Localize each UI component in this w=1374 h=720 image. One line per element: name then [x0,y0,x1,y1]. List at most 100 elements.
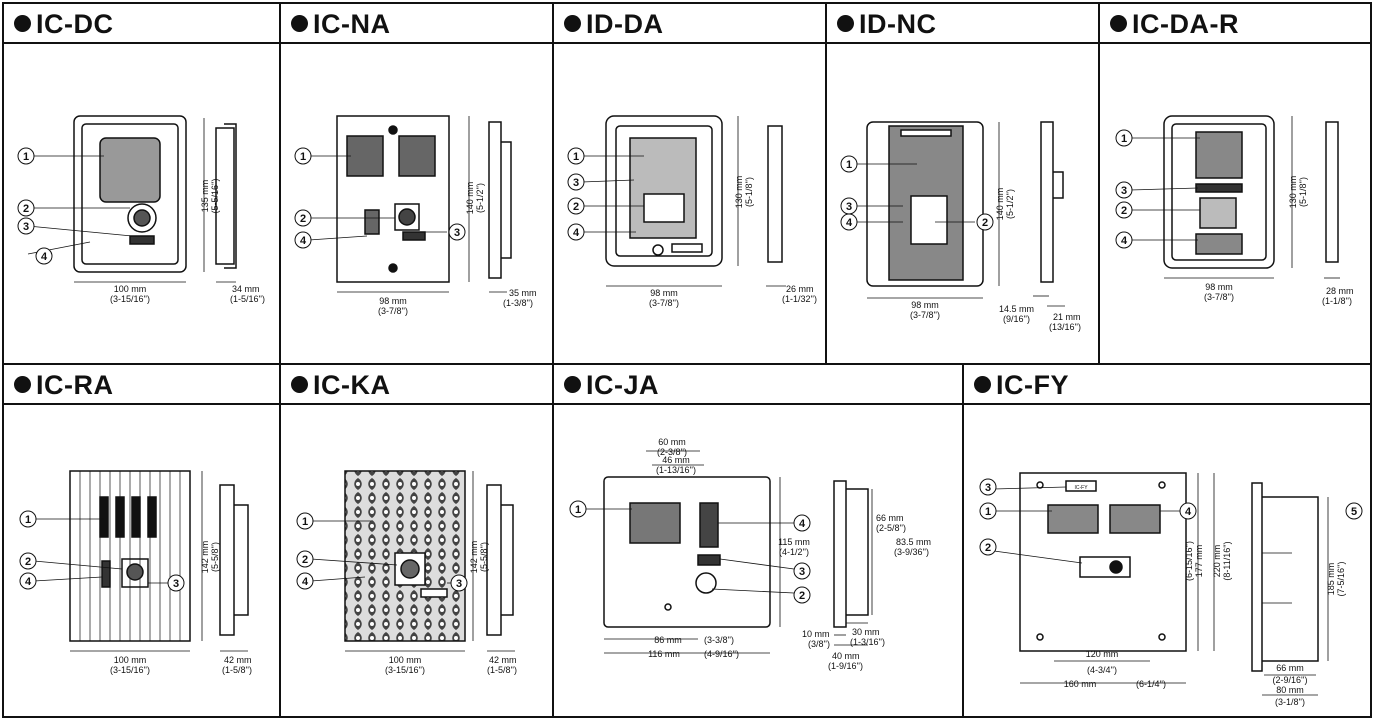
h1-label: 177 mm [1194,545,1204,578]
depth-label: 14.5 mm [999,304,1034,314]
callout-1: 1 [302,516,308,528]
side-height-label: 185 mm [1326,563,1336,596]
height-label: 142 mm [469,541,479,574]
panel-ic-ka: IC-KA 1 2 4 3 100 mm (3-1 [281,365,554,718]
side-view [219,484,249,636]
callout-4: 4 [300,235,307,247]
callout-1: 1 [1121,133,1127,145]
callout-1: 1 [575,504,581,516]
callout-2: 2 [1121,205,1127,217]
h2-label: 220 mm [1212,545,1222,578]
w1-label: 86 mm [654,635,682,645]
ic-da-r-drawing: 1 3 2 4 98 mm (3-7/8'') 130 mm (5-1/8'')… [1115,115,1354,306]
top2-label: 46 mm [662,455,690,465]
callout-3: 3 [846,201,852,213]
depth2-label: 21 mm [1053,312,1081,322]
callout-3: 3 [454,227,460,239]
panel-ic-fy: IC-FY 3 1 4 2 5 IC-FY 177 mm [964,365,1372,718]
callout-2: 2 [25,556,31,568]
bullet-icon [564,15,581,32]
panel-title: IC-JA [554,365,962,405]
bullet-icon [837,15,854,32]
panel-title: ID-NC [827,4,1098,44]
callout-3: 3 [985,482,991,494]
front-outline [603,476,771,628]
height-label: 140 mm [465,182,475,215]
width-label: 100 mm [114,655,147,665]
callout-3: 3 [573,177,579,189]
panel-title: ID-DA [554,4,825,44]
front-outline [73,115,187,273]
callout-4: 4 [573,227,580,239]
front-outline [866,121,984,287]
top1-label: 60 mm [658,437,686,447]
callout-3: 3 [173,578,179,590]
d2-label: 10 mm [802,629,830,639]
callout-2: 2 [985,542,991,554]
panel-ic-na: IC-NA 1 2 4 3 98 mm (3-7/8'') 140 mm (5-… [281,2,554,365]
callout-3: 3 [1121,185,1127,197]
callout-4: 4 [799,518,806,530]
model-name: IC-RA [36,370,114,400]
width-inch-label: (3-7/8'') [378,306,408,316]
w1-label: 120 mm [1086,649,1119,659]
width-label: 100 mm [114,284,147,294]
height-label: 140 mm [995,188,1005,221]
width-label: 98 mm [379,296,407,306]
callout-3: 3 [799,566,805,578]
panel-title: IC-RA [4,365,279,405]
depth-label: 28 mm [1326,286,1354,296]
bullet-icon [14,15,31,32]
depth-inch-label: (1-5/8'') [222,665,252,675]
w1-inch-label: (4-3/4'') [1087,665,1117,675]
depth-inch-label: (1-1/32'') [782,294,817,304]
height-inch-label: (5-5/8'') [210,542,220,572]
side-view [767,125,783,263]
depth-inch-label: (1-1/8'') [1322,296,1352,306]
d1-label: 30 mm [852,627,880,637]
callout-1: 1 [985,506,991,518]
panel-title: IC-KA [281,365,552,405]
w2-inch-label: (6-1/4'') [1136,679,1166,689]
front-outline [336,115,450,283]
callout-2: 2 [573,201,579,213]
side-view [215,123,237,269]
callout-2: 2 [799,590,805,602]
top1-inch-label: (2-3/8'') [657,447,687,457]
ic-ra-drawing: 1 2 4 3 100 mm (3-15/16'') 142 mm (5-5/8… [19,470,252,675]
height-inch-label: (4-1/2'') [779,547,809,557]
side-height-inch-label: (7-5/16'') [1336,562,1346,597]
height-inch-label: (5-1/8'') [1298,177,1308,207]
height-inch-label: (5-1/2'') [1005,189,1015,219]
side-view [486,484,514,636]
bullet-icon [1110,15,1127,32]
model-name: IC-KA [313,370,391,400]
height-inch-label: (5-1/2'') [475,183,485,213]
height-label: 142 mm [200,541,210,574]
ic-ka-drawing: 1 2 4 3 100 mm (3-15/16'') 142 mm (5-5/8… [296,470,517,675]
depth-label: 34 mm [232,284,260,294]
w2-label: 116 mm [648,649,680,659]
callout-4: 4 [41,251,48,263]
panel-ic-dc: IC-DC 1 2 3 4 100 mm (3-15/16'') 135 mm … [2,2,281,365]
callout-4: 4 [846,217,853,229]
bullet-icon [291,376,308,393]
callout-5: 5 [1351,506,1357,518]
callout-1: 1 [23,151,29,163]
bullet-icon [291,15,308,32]
width-label: 98 mm [1205,282,1233,292]
panel-title: IC-FY [964,365,1370,405]
callout-1: 1 [846,159,852,171]
ic-dc-drawing: 1 2 3 4 100 mm (3-15/16'') 135 mm (5-5/1… [17,115,265,304]
side-height2-label: 83.5 mm [896,537,931,547]
panel-ic-ra: IC-RA 1 2 4 3 100 mm (3-15/16'') 142 mm … [2,365,281,718]
panel-id-nc: ID-NC 1 3 4 2 98 mm (3-7/8'') 140 mm (5-… [827,2,1100,365]
side-view [1325,121,1339,263]
depth2-inch-label: (13/16'') [1049,322,1081,332]
w2-label: 160 mm [1064,679,1097,689]
depth-label: 42 mm [224,655,252,665]
height-label: 115 mm [778,537,810,547]
width-inch-label: (3-7/8'') [1204,292,1234,302]
callout-2: 2 [302,554,308,566]
callout-4: 4 [302,576,309,588]
